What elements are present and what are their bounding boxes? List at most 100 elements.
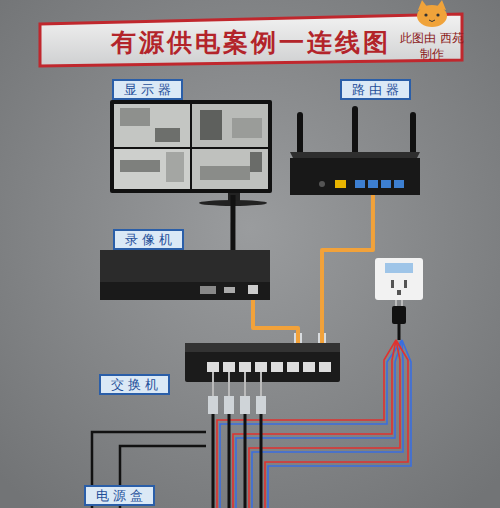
cable-connector (230, 195, 235, 250)
network-cables (228, 372, 230, 396)
router-illustration (394, 180, 404, 188)
power-wires (268, 340, 411, 508)
cat-logo (429, 20, 435, 22)
monitor-illustration (120, 108, 150, 126)
device-label: 显示器 (112, 79, 183, 100)
router-illustration (381, 180, 391, 188)
monitor-illustration (199, 200, 267, 206)
network-cables (256, 396, 266, 414)
socket-illustration (395, 300, 397, 307)
device-label: 交换机 (99, 374, 170, 395)
socket-illustration (397, 290, 401, 295)
network-cables (260, 372, 262, 396)
monitor-illustration (110, 100, 272, 206)
power-wires (236, 340, 402, 508)
title-banner (40, 14, 462, 66)
socket-illustration (375, 258, 423, 300)
network-cables (260, 414, 263, 508)
switch-illustration (185, 333, 340, 382)
nvr-node: 录像机 (100, 250, 270, 300)
nvr-illustration (100, 250, 270, 300)
switch-illustration (319, 362, 331, 372)
router-illustration (352, 106, 358, 156)
cat-logo (417, 5, 447, 27)
monitor-illustration (250, 152, 262, 172)
nvr-illustration (248, 285, 258, 294)
switch-node: 交换机 (185, 343, 340, 382)
network-cables (212, 414, 215, 508)
switch-illustration (287, 362, 299, 372)
switch-illustration (185, 343, 340, 352)
switch-illustration (207, 362, 219, 372)
switch-illustration (318, 333, 326, 343)
nvr-illustration (100, 250, 270, 300)
power-wires (252, 340, 403, 508)
monitor-illustration (192, 149, 268, 189)
network-cables (212, 372, 214, 396)
monitor-illustration (200, 166, 250, 180)
router-illustration (290, 106, 420, 195)
socket-illustration (401, 300, 403, 307)
network-cables (240, 396, 250, 414)
cable-connector (253, 300, 298, 343)
switch-illustration (239, 362, 251, 372)
monitor-illustration (110, 100, 272, 193)
socket-illustration (375, 258, 423, 340)
router-illustration (290, 158, 420, 195)
cat-logo (436, 13, 439, 16)
socket-illustration (404, 280, 407, 288)
cable-connector (322, 195, 373, 343)
title-banner (40, 14, 462, 66)
monitor-node: 显示器 (110, 100, 272, 195)
router-illustration (335, 180, 346, 188)
router-illustration (297, 112, 303, 156)
power-wires (217, 340, 411, 508)
socket-illustration (398, 324, 401, 340)
power-wires (220, 340, 402, 508)
cat-logo (417, 0, 447, 27)
socket-illustration (391, 280, 394, 288)
monitor-illustration (232, 118, 262, 138)
nvr-illustration (100, 282, 270, 300)
device-label: 电源盒 (96, 488, 147, 503)
monitor-illustration (228, 193, 240, 201)
monitor-illustration (192, 104, 268, 147)
socket-illustration (385, 263, 413, 273)
router-illustration (368, 180, 378, 188)
power-box-node: 电源盒 (84, 485, 155, 506)
network-cables (208, 396, 218, 414)
monitor-illustration (114, 104, 190, 147)
network-cables (224, 396, 234, 414)
network-cables (244, 372, 246, 396)
switch-illustration (185, 343, 340, 382)
router-illustration (410, 112, 416, 156)
power-wires (233, 340, 396, 508)
device-label: 录像机 (113, 229, 184, 250)
power-wires (249, 340, 400, 508)
switch-illustration (271, 362, 283, 372)
cat-logo (424, 13, 427, 16)
nvr-illustration (224, 287, 235, 293)
monitor-illustration (200, 110, 222, 140)
network-cables (228, 414, 231, 508)
monitor-illustration (166, 152, 184, 182)
switch-illustration (255, 362, 267, 372)
switch-illustration (294, 333, 302, 343)
monitor-illustration (155, 128, 180, 142)
monitor-illustration (114, 149, 190, 189)
device-label: 路由器 (340, 79, 411, 100)
power-wires (265, 340, 408, 508)
diagram-title: 有源供电案例一连线图 (45, 24, 457, 62)
router-node: 路由器 (288, 108, 422, 195)
router-illustration (355, 180, 365, 188)
network-cables (244, 414, 247, 508)
switch-illustration (223, 362, 235, 372)
router-illustration (319, 181, 325, 187)
monitor-illustration (120, 160, 160, 172)
switch-illustration (303, 362, 315, 372)
nvr-illustration (200, 286, 216, 294)
watermark-text: 此图由 西苑制作 (400, 30, 464, 62)
